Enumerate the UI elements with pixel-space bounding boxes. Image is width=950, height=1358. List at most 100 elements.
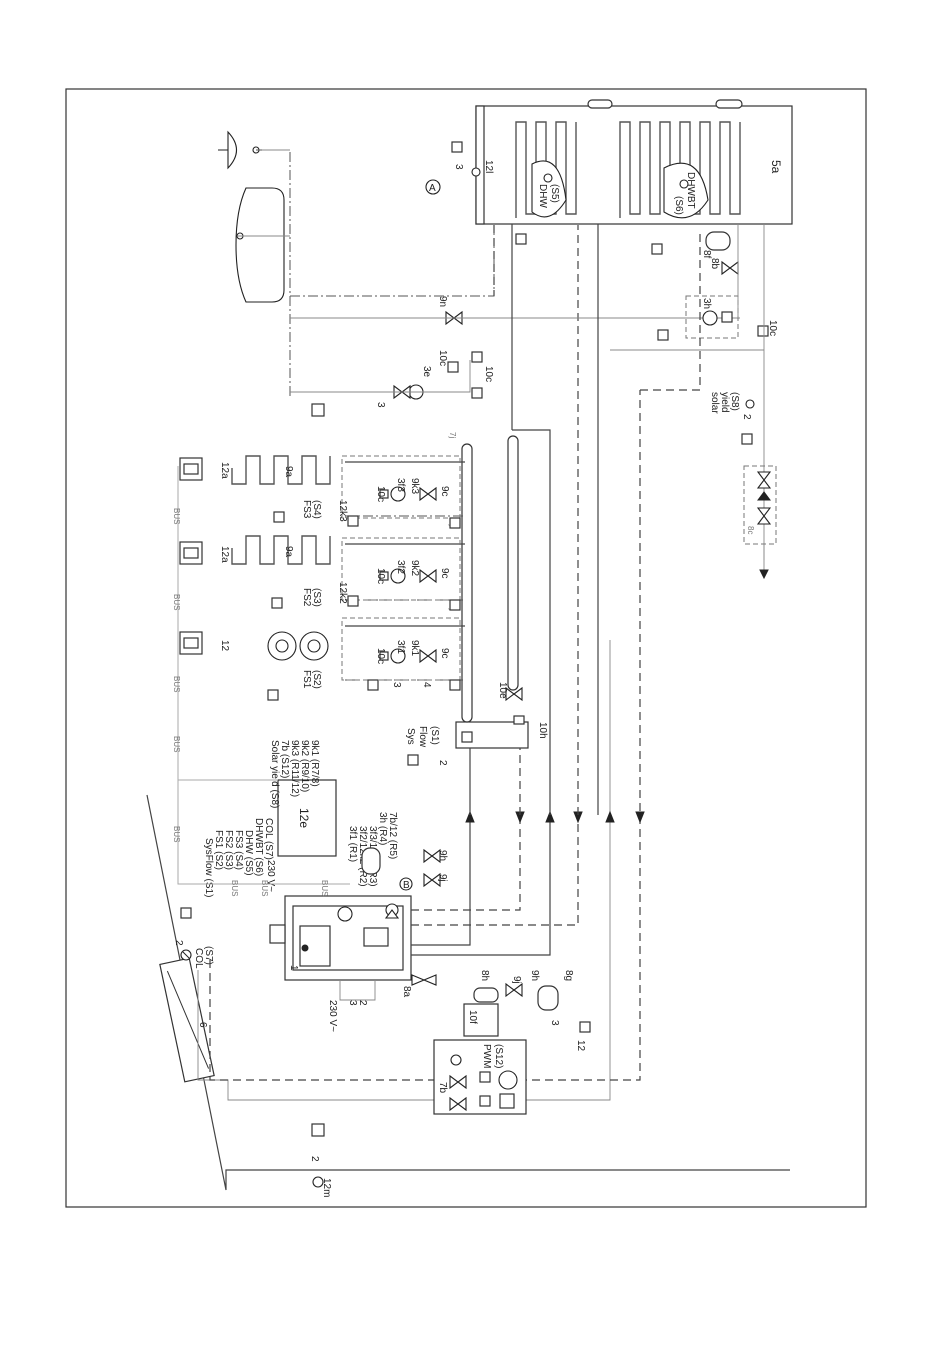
svg-text:9h: 9h [529, 970, 540, 981]
svg-text:3f3: 3f3 [395, 478, 406, 492]
solar-expansion: 10f 8h 8g 9j 9h 12 3 [463, 970, 591, 1052]
svg-text:12l: 12l [483, 160, 494, 173]
svg-text:BUS: BUS [320, 880, 329, 896]
svg-text:3h (R4): 3h (R4) [377, 812, 388, 845]
svg-text:7b (S12): 7b (S12) [279, 740, 290, 778]
bus-line [177, 466, 350, 885]
solar-collector-label: 6 [197, 1022, 208, 1028]
svg-text:(S1): (S1) [429, 726, 440, 745]
svg-text:3: 3 [391, 682, 402, 688]
solar-yield-sensor: solar yield (S8) 2 [709, 392, 755, 445]
svg-text:(S5): (S5) [549, 184, 560, 203]
controller-inputs: SysFlow (S1) FS1 (S2) FS2 (S3) FS3 (S4) … [203, 818, 274, 897]
boiler-flow-pipe [411, 815, 471, 946]
svg-text:SysFlow (S1): SysFlow (S1) [203, 838, 214, 897]
svg-text:BUS: BUS [172, 508, 181, 524]
washbasin [218, 130, 260, 170]
svg-text:10c: 10c [375, 568, 386, 584]
svg-text:10c: 10c [375, 648, 386, 664]
boiler-label: 1 [288, 965, 299, 971]
mixing-valve-9n: 9n [437, 296, 463, 326]
svg-text:8c: 8c [746, 526, 755, 534]
dhw-nrv-10c: 10c 10c [437, 350, 494, 399]
svg-text:3: 3 [549, 1020, 560, 1026]
flow-arrows [465, 810, 645, 824]
manifold-return [507, 435, 519, 691]
solar-station-7b: 7b PWM (S12) [433, 1039, 527, 1115]
svg-text:2: 2 [741, 414, 752, 420]
svg-text:7b: 7b [437, 1082, 448, 1094]
svg-text:5a: 5a [769, 160, 783, 174]
svg-text:10c: 10c [767, 320, 778, 336]
gas-valve-8a: 8a [401, 974, 437, 998]
boiler: 1 [269, 895, 412, 981]
controller-12e: 12e [277, 779, 337, 857]
collector-sensor-col: 2 COL (S7) [173, 907, 214, 969]
svg-text:8f: 8f [701, 250, 712, 259]
svg-text:230 V~: 230 V~ [327, 1000, 338, 1032]
svg-text:10h: 10h [537, 722, 548, 739]
svg-text:230 V~: 230 V~ [265, 860, 276, 892]
dhw-cold-line [256, 149, 291, 396]
svg-text:FS2: FS2 [301, 588, 312, 607]
svg-text:9k1: 9k1 [409, 640, 420, 657]
svg-text:DHWBT: DHWBT [685, 172, 696, 209]
svg-text:(S4): (S4) [311, 500, 322, 519]
svg-text:9k3 (R11/12): 9k3 (R11/12) [289, 740, 300, 797]
svg-text:BUS: BUS [172, 826, 181, 842]
heating-circuit-2: 12a 9a FS2 (S3) 12k2 10c 3f2 9k2 9c 7j [179, 520, 465, 611]
svg-text:9k2 (R9/10): 9k2 (R9/10) [299, 740, 310, 792]
svg-text:A: A [429, 183, 436, 194]
manifold-flow [461, 443, 473, 723]
svg-text:9k3: 9k3 [409, 478, 420, 495]
svg-text:2: 2 [173, 940, 184, 946]
svg-text:PWM: PWM [481, 1044, 492, 1068]
svg-text:12m: 12m [321, 1178, 332, 1197]
svg-text:FS1: FS1 [301, 670, 312, 689]
valve-8b: 8b [709, 258, 739, 276]
svg-text:(S6): (S6) [673, 196, 684, 215]
boiler-dhw-flow [411, 815, 551, 956]
svg-text:3: 3 [375, 402, 386, 408]
solar-collector: 6 [159, 957, 215, 1083]
bus-labels: BUS BUS BUS BUS BUS BUS BUS BUS [172, 508, 329, 896]
svg-text:yield: yield [719, 392, 730, 413]
svg-text:DHW (S5): DHW (S5) [243, 830, 254, 876]
svg-text:(S3): (S3) [311, 588, 322, 607]
svg-text:10f: 10f [467, 1010, 478, 1024]
svg-text:Sys: Sys [405, 728, 416, 745]
heating-circuit-3: 12a 9a FS3 (S4) 12k3 10c 3f3 9k3 9c 7j [179, 432, 465, 529]
svg-text:9j: 9j [511, 976, 522, 984]
svg-text:8b: 8b [709, 258, 720, 270]
dhw-cylinder-5a: 5a DHW (S5) DHWBT (S6) [475, 99, 793, 225]
svg-text:3h: 3h [701, 298, 712, 309]
diagram-frame [65, 88, 867, 1208]
svg-text:4: 4 [421, 682, 432, 688]
svg-text:FS2 (S3): FS2 (S3) [223, 830, 234, 870]
svg-text:7b/12 (R5): 7b/12 (R5) [387, 812, 398, 859]
valve-10e: 10e [497, 682, 523, 702]
svg-text:10e: 10e [497, 682, 508, 699]
svg-text:BUS: BUS [172, 736, 181, 752]
svg-text:3: 3 [453, 164, 464, 170]
svg-text:9c: 9c [439, 648, 450, 659]
svg-text:FS3: FS3 [301, 500, 312, 519]
svg-text:9c: 9c [439, 486, 450, 497]
controller-label: 12e [297, 808, 311, 828]
svg-text:8a: 8a [401, 986, 412, 998]
svg-text:9k2: 9k2 [409, 560, 420, 577]
svg-text:Solar yield (S8): Solar yield (S8) [269, 740, 280, 808]
svg-text:10c: 10c [483, 366, 494, 382]
controller-top-labels: 9k1 (R7/8) 9k2 (R9/10) 9k3 (R11/12) 7b (… [269, 740, 320, 808]
solar-inlet-arrow [759, 569, 769, 580]
svg-text:9n: 9n [437, 296, 448, 307]
dhw-sensor-box [515, 233, 527, 245]
svg-text:12k3: 12k3 [337, 500, 348, 522]
svg-text:3f1: 3f1 [395, 640, 406, 654]
expansion-vessel-b: B 9h 9j [361, 847, 448, 891]
svg-text:DHWBT (S6): DHWBT (S6) [253, 818, 264, 876]
svg-text:12: 12 [575, 1040, 586, 1052]
svg-text:9c: 9c [439, 568, 450, 579]
svg-text:(S8): (S8) [729, 392, 740, 411]
